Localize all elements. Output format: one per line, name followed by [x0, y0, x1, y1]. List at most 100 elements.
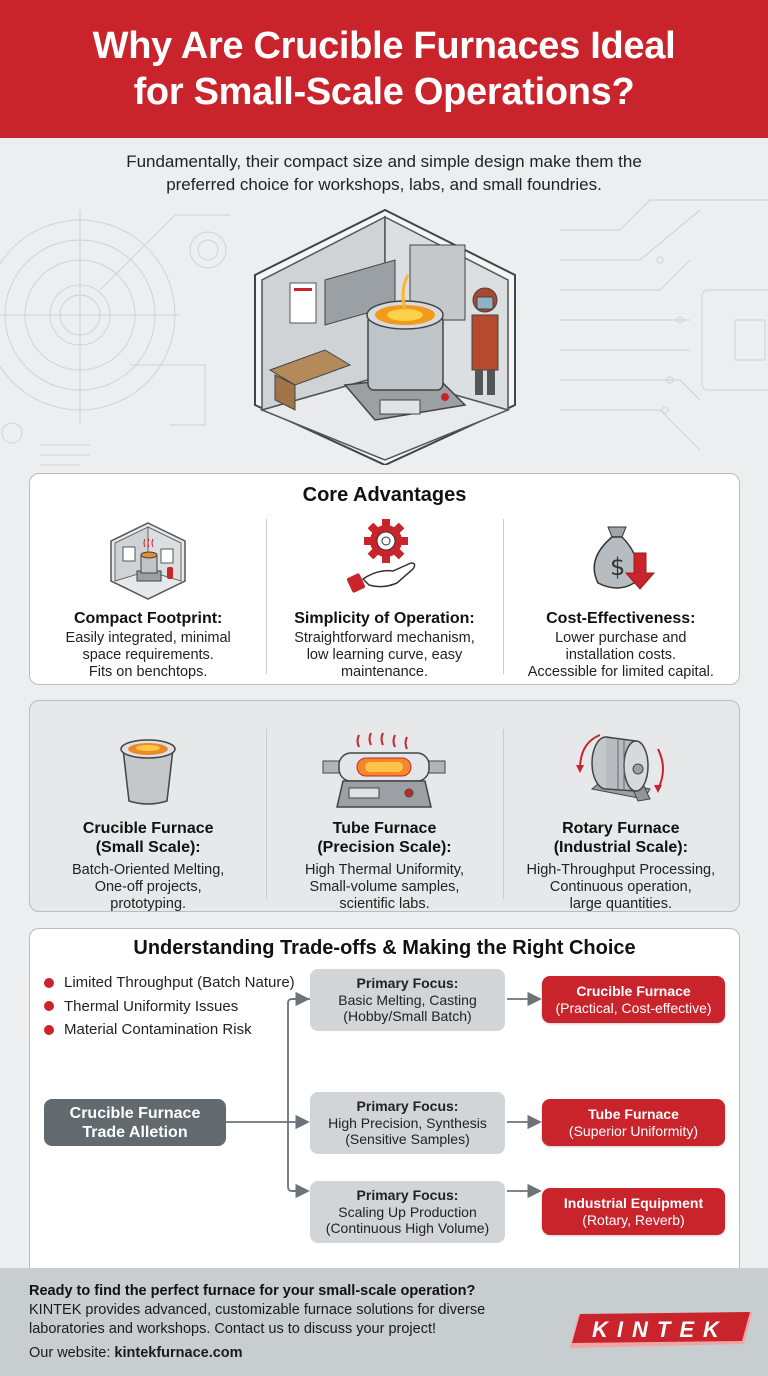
advantage-line: Accessible for limited capital. [527, 664, 714, 680]
source-node-crucible-furnace: Crucible Furnace Trade Alletion [44, 1099, 226, 1146]
focus-heading: Primary Focus: [356, 975, 459, 992]
footer-question: Ready to find the perfect furnace for yo… [29, 1283, 476, 1299]
description-line: Continuous operation, [549, 879, 692, 895]
compact-room-icon [30, 519, 266, 603]
result-node-industrial-equipment: Industrial Equipment (Rotary, Reverb) [542, 1188, 725, 1235]
result-heading: Industrial Equipment [563, 1194, 704, 1211]
footer-pitch-line: KINTEK provides advanced, customizable f… [29, 1302, 486, 1318]
advantage-line: low learning curve, easy [306, 647, 463, 663]
footer-website: Our website: kintekfurnace.com [29, 1344, 549, 1363]
focus-node-basic-melting: Primary Focus: Basic Melting, Casting (H… [310, 969, 505, 1031]
furnace-type-heading: Rotary Furnace (Industrial Scale): [503, 819, 739, 857]
bullet-text: Limited Throughput (Batch Nature) [64, 974, 295, 991]
advantage-description: Straightforward mechanism, low learning … [266, 630, 502, 681]
footer-text-block: Ready to find the perfect furnace for yo… [29, 1282, 549, 1363]
source-line: Crucible Furnace [69, 1104, 201, 1122]
heading-line: (Precision Scale): [317, 839, 452, 856]
core-advantages-card: Core Advantages Compact Footprint: [29, 473, 740, 685]
description-line: High-Throughput Processing, [526, 862, 716, 878]
furnace-types-columns: Crucible Furnace (Small Scale): Batch-Or… [30, 729, 739, 912]
advantage-heading: Simplicity of Operation: [294, 610, 475, 627]
result-subtext: (Practical, Cost-effective) [555, 999, 712, 1016]
core-advantages-title: Core Advantages [302, 484, 467, 506]
advantage-heading: Cost-Effectiveness: [546, 610, 696, 627]
svg-text:$: $ [610, 553, 625, 581]
result-heading: Crucible Furnace [576, 982, 691, 999]
workshop-illustration-icon [254, 208, 516, 465]
result-node-crucible-furnace: Crucible Furnace (Practical, Cost-effect… [542, 976, 725, 1023]
bullet-dot-icon [44, 1024, 54, 1035]
tradeoff-bullet: Material Contamination Risk [44, 1018, 295, 1042]
advantage-line: installation costs. [565, 647, 677, 663]
advantage-line: Fits on benchtops. [88, 664, 208, 680]
tradeoffs-card: Understanding Trade-offs & Making the Ri… [29, 928, 740, 1268]
furnace-type-heading: Crucible Furnace (Small Scale): [30, 819, 266, 857]
heading-line: (Small Scale): [95, 839, 201, 856]
title-banner: Why Are Crucible Furnaces Ideal for Smal… [0, 0, 768, 138]
tradeoff-bullet-list: Limited Throughput (Batch Nature) Therma… [44, 971, 295, 1042]
furnace-type-rotary: Rotary Furnace (Industrial Scale): High-… [502, 729, 739, 912]
result-heading: Tube Furnace [588, 1105, 679, 1122]
gear-hand-icon [266, 519, 502, 603]
heading-line: Tube Furnace [332, 820, 437, 837]
advantage-simplicity: Simplicity of Operation: Straightforward… [266, 519, 502, 680]
advantage-line: maintenance. [340, 664, 429, 680]
logo-badge-icon [570, 1312, 752, 1348]
source-line: Trade Alletion [82, 1123, 188, 1141]
website-link[interactable]: kintekfurnace.com [114, 1345, 243, 1361]
description-line: One-off projects, [94, 879, 202, 895]
subtitle-line-1: Fundamentally, their compact size and si… [126, 152, 642, 171]
focus-node-scaling-up: Primary Focus: Scaling Up Production (Co… [310, 1181, 505, 1243]
advantage-compact-footprint: Compact Footprint: Easily integrated, mi… [30, 519, 266, 680]
logo-text: KINTEK [592, 1317, 728, 1342]
tradeoff-bullet: Limited Throughput (Batch Nature) [44, 971, 295, 995]
advantage-cost-effectiveness: $ Cost-Effectiveness: Lower purchase and… [502, 519, 739, 680]
advantage-line: Straightforward mechanism, [294, 630, 475, 646]
focus-line: Scaling Up Production [338, 1203, 477, 1220]
bullet-text: Material Contamination Risk [64, 1021, 252, 1038]
focus-line: (Hobby/Small Batch) [343, 1008, 472, 1025]
advantage-description: Easily integrated, minimal space require… [30, 630, 266, 681]
focus-node-high-precision: Primary Focus: High Precision, Synthesis… [310, 1092, 505, 1154]
advantage-line: Easily integrated, minimal [65, 630, 231, 646]
furnace-type-description: Batch-Oriented Melting, One-off projects… [30, 862, 266, 913]
advantage-heading: Compact Footprint: [73, 610, 223, 627]
tradeoffs-title: Understanding Trade-offs & Making the Ri… [133, 937, 636, 959]
crucible-icon [30, 729, 266, 813]
furnace-types-card: Crucible Furnace (Small Scale): Batch-Or… [29, 700, 740, 912]
furnace-type-heading: Tube Furnace (Precision Scale): [266, 819, 502, 857]
advantages-columns: Compact Footprint: Easily integrated, mi… [30, 519, 739, 680]
website-label: Our website: [29, 1345, 115, 1361]
furnace-type-tube: Tube Furnace (Precision Scale): High The… [266, 729, 502, 912]
furnace-type-crucible: Crucible Furnace (Small Scale): Batch-Or… [30, 729, 266, 912]
advantage-line: Lower purchase and [555, 630, 687, 646]
title-line-1: Why Are Crucible Furnaces Ideal [92, 25, 676, 67]
footer-pitch-line: laboratories and workshops. Contact us t… [29, 1321, 437, 1337]
furnace-type-description: High Thermal Uniformity, Small-volume sa… [266, 862, 502, 913]
bullet-dot-icon [44, 1001, 54, 1012]
focus-line: High Precision, Synthesis [328, 1114, 487, 1131]
result-subtext: (Rotary, Reverb) [582, 1211, 685, 1228]
heading-line: (Industrial Scale): [553, 839, 688, 856]
description-line: High Thermal Uniformity, [304, 862, 464, 878]
tube-furnace-icon [266, 729, 502, 813]
tradeoff-bullet: Thermal Uniformity Issues [44, 995, 295, 1019]
kintek-logo: KINTEK [568, 1312, 752, 1348]
description-line: prototyping. [110, 896, 187, 912]
heading-line: Crucible Furnace [82, 820, 214, 837]
money-bag-down-arrow-icon: $ [503, 519, 739, 603]
description-line: Batch-Oriented Melting, [72, 862, 225, 878]
page-title: Why Are Crucible Furnaces Ideal for Smal… [93, 23, 676, 115]
bullet-dot-icon [44, 977, 54, 988]
footer-cta: Ready to find the perfect furnace for yo… [0, 1268, 768, 1376]
focus-line: (Sensitive Samples) [345, 1131, 470, 1148]
subtitle-line-2: preferred choice for workshops, labs, an… [166, 175, 602, 194]
advantage-line: space requirements. [82, 647, 214, 663]
focus-line: Basic Melting, Casting [338, 991, 477, 1008]
heading-line: Rotary Furnace [562, 820, 680, 837]
bullet-text: Thermal Uniformity Issues [64, 997, 239, 1015]
advantage-description: Lower purchase and installation costs. A… [503, 630, 739, 681]
description-line: large quantities. [569, 896, 672, 912]
description-line: Small-volume samples, [309, 879, 460, 895]
description-line: scientific labs. [339, 896, 430, 912]
